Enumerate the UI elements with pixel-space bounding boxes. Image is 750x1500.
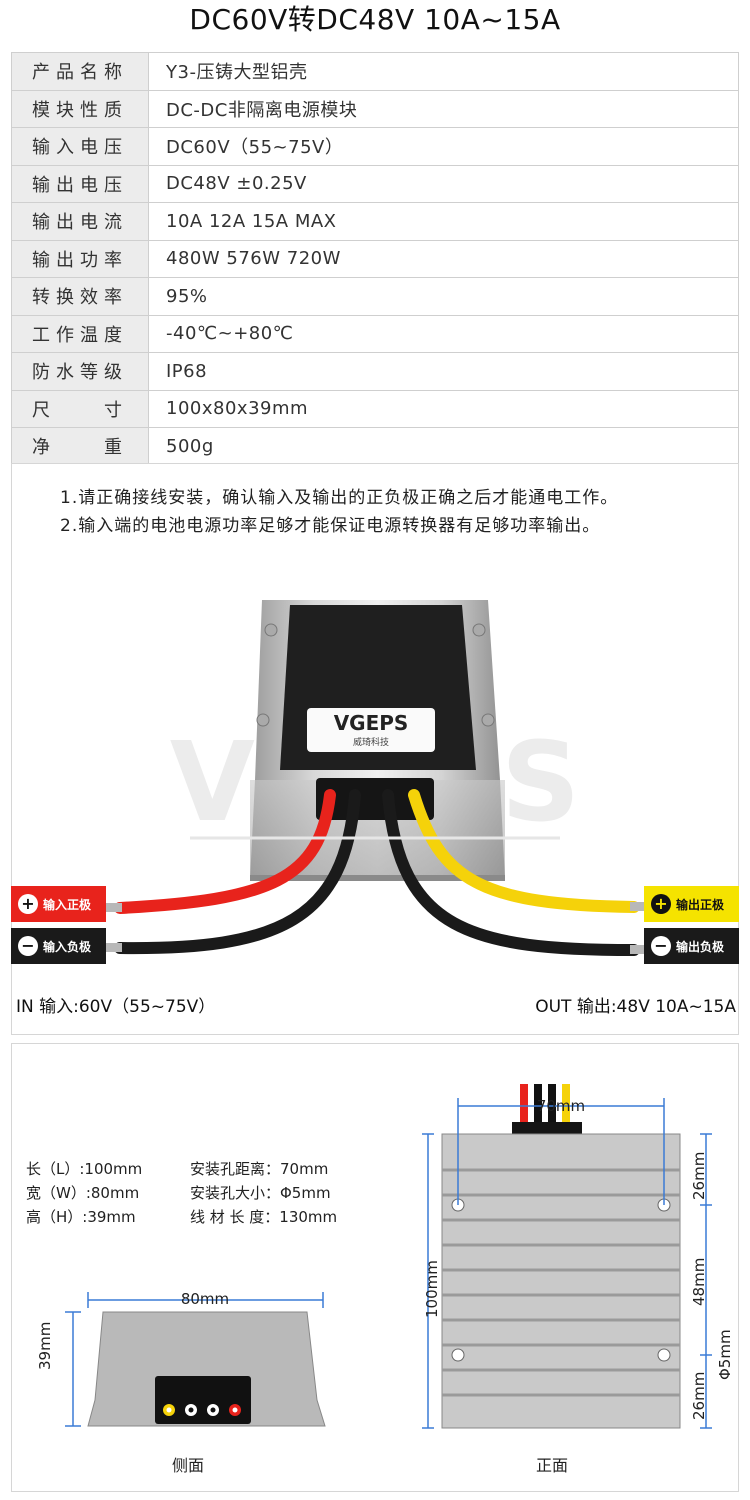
spec-label: 净 重: [11, 427, 149, 466]
dim-wire-length: 线 材 长 度：130mm: [190, 1208, 338, 1226]
spec-label: 输出功率: [11, 239, 149, 278]
spec-value: 100x80x39mm: [148, 389, 739, 428]
page-title: DC60V转DC48V 10A~15A: [189, 3, 561, 36]
dim-height: 高（H）:39mm: [26, 1208, 136, 1226]
front-view-drawing: 70mm: [422, 1084, 712, 1429]
dim-hole-distance: 安装孔距离：70mm: [190, 1160, 329, 1178]
front-hole-label: 70mm: [537, 1097, 585, 1115]
wire-yellow: [408, 789, 640, 913]
spec-label: 输出电压: [11, 164, 149, 203]
table-row: 工作温度-40℃~+80℃: [11, 314, 739, 353]
note-line: 1.请正确接线安装，确认输入及输出的正负极正确之后才能通电工作。: [60, 488, 619, 508]
product-illustration: VGEPS VGEPS 威琦科技: [106, 600, 646, 956]
dim-length: 长（L）:100mm: [26, 1160, 143, 1178]
wire-black-out: [382, 789, 640, 956]
minus-icon: −: [651, 936, 671, 956]
side-width-label: 80mm: [181, 1290, 229, 1308]
output-negative-badge: −输出负极: [644, 928, 739, 964]
input-spec-text: IN 输入:60V（55~75V）: [16, 997, 216, 1017]
side-view-drawing: 80mm: [65, 1290, 326, 1427]
spec-value: DC48V ±0.25V: [148, 164, 739, 203]
plus-icon: +: [651, 894, 671, 914]
dim-width: 宽（W）:80mm: [26, 1184, 140, 1202]
front-caption: 正面: [536, 1456, 569, 1475]
input-positive-badge: +输入正极: [11, 886, 106, 922]
spec-value: DC60V（55~75V）: [148, 127, 739, 166]
spec-label: 尺 寸: [11, 389, 149, 428]
output-positive-badge: +输出正极: [644, 886, 739, 922]
front-bottom-label: 26mm: [690, 1371, 708, 1420]
front-length-label: 100mm: [423, 1260, 441, 1318]
brand-sub: 威琦科技: [353, 736, 389, 748]
dim-hole-size: 安装孔大小：Φ5mm: [190, 1184, 331, 1202]
front-diameter-label: Φ5mm: [716, 1329, 734, 1380]
spec-value: 500g: [148, 427, 739, 466]
spec-value: DC-DC非隔离电源模块: [148, 89, 739, 128]
spec-label: 模块性质: [11, 89, 149, 128]
spec-label: 工作温度: [11, 314, 149, 353]
spec-value: 95%: [148, 277, 739, 316]
brand-label: [307, 708, 435, 752]
plus-icon: +: [18, 894, 38, 914]
side-height-label: 39mm: [36, 1321, 54, 1370]
note-line: 2.输入端的电池电源功率足够才能保证电源转换器有足够功率输出。: [60, 516, 601, 536]
wire-red: [114, 789, 336, 914]
brand-name: VGEPS: [334, 711, 409, 735]
spec-value: -40℃~+80℃: [148, 314, 739, 353]
spec-value: IP68: [148, 352, 739, 391]
spec-label: 输入电压: [11, 127, 149, 166]
input-negative-badge: −输入负极: [11, 928, 106, 964]
spec-label: 产品名称: [11, 52, 149, 91]
spec-label: 输出电流: [11, 202, 149, 241]
minus-icon: −: [18, 936, 38, 956]
spec-value: 10A 12A 15A MAX: [148, 202, 739, 241]
spec-value: 480W 576W 720W: [148, 239, 739, 278]
front-mid-label: 48mm: [690, 1257, 708, 1306]
notes: 1.请正确接线安装，确认输入及输出的正负极正确之后才能通电工作。 2.输入端的电…: [60, 484, 618, 540]
side-caption: 侧面: [172, 1456, 205, 1475]
spec-value: Y3-压铸大型铝壳: [148, 52, 739, 91]
output-spec-text: OUT 输出:48V 10A~15A: [535, 997, 736, 1017]
front-top-label: 26mm: [690, 1151, 708, 1200]
spec-label: 防水等级: [11, 352, 149, 391]
spec-label: 转换效率: [11, 277, 149, 316]
